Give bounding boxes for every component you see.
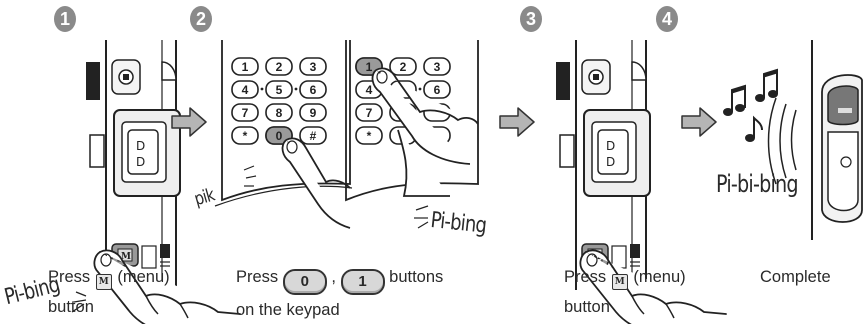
svg-text:2: 2 <box>400 60 407 74</box>
caption-text: Press <box>564 268 607 286</box>
sound-burst-icon <box>71 291 87 313</box>
caption-text: Complete <box>760 268 831 286</box>
svg-text:3: 3 <box>434 60 441 74</box>
key-2: 2 <box>276 60 283 74</box>
key-5: 5 <box>276 83 283 97</box>
step-4-caption: Complete <box>760 262 831 292</box>
arrow-right-icon <box>499 107 535 137</box>
key-4: 4 <box>242 83 249 97</box>
key-7: 7 <box>242 106 249 120</box>
step1-illustration <box>71 39 241 324</box>
menu-button-icon: M <box>611 274 628 290</box>
sound-burst-icon <box>414 205 429 229</box>
step-3-caption: Press M (menu) button <box>564 262 686 322</box>
sound-waves-icon <box>767 97 797 185</box>
finger-press-icon <box>281 139 351 229</box>
step-1-caption: Press M (menu) button <box>48 262 170 322</box>
step-2-badge: 2 <box>190 6 212 32</box>
arrow-right-icon <box>681 107 717 137</box>
step-1-badge: 1 <box>54 6 76 32</box>
remote-control-icon <box>821 74 863 223</box>
svg-text:1: 1 <box>366 60 373 74</box>
caption-text: button <box>564 298 610 316</box>
music-note-icon <box>723 68 778 142</box>
key-3: 3 <box>310 60 317 74</box>
caption-text: Press <box>48 268 91 286</box>
sound-effect-step4: Pi-bi-bing <box>716 170 799 198</box>
key-1-icon: 1 <box>340 269 385 295</box>
door-lock-panel-icon <box>555 39 651 291</box>
caption-text: , <box>331 268 336 286</box>
svg-text:7: 7 <box>366 106 373 120</box>
caption-text: button <box>48 298 94 316</box>
key-6: 6 <box>310 83 317 97</box>
finger-press-icon <box>371 69 471 165</box>
caption-text: buttons <box>389 268 444 286</box>
caption-text: (menu) <box>633 268 686 286</box>
key-hash: # <box>310 129 317 143</box>
key-8: 8 <box>276 106 283 120</box>
step4-illustration <box>723 40 863 240</box>
step-2-caption: Press 0 , 1 buttons on the keypad <box>236 262 443 325</box>
key-star: * <box>243 129 248 143</box>
sound-burst-icon <box>243 165 257 187</box>
key-0: 0 <box>276 129 283 143</box>
svg-text:4: 4 <box>366 83 373 97</box>
key-9: 9 <box>310 106 317 120</box>
key-1: 1 <box>242 60 249 74</box>
menu-button-icon: M <box>95 274 112 290</box>
caption-text: on the keypad <box>236 301 340 319</box>
step2-illustration: 1 2 3 4 5 6 7 8 9 * # 0 <box>214 40 535 229</box>
key-0-icon: 0 <box>282 269 327 295</box>
step-3-badge: 3 <box>520 6 542 32</box>
caption-text: (menu) <box>117 268 170 286</box>
svg-text:6: 6 <box>434 83 441 97</box>
svg-text:*: * <box>367 129 372 143</box>
step-4-badge: 4 <box>656 6 678 32</box>
caption-text: Press <box>236 268 279 286</box>
